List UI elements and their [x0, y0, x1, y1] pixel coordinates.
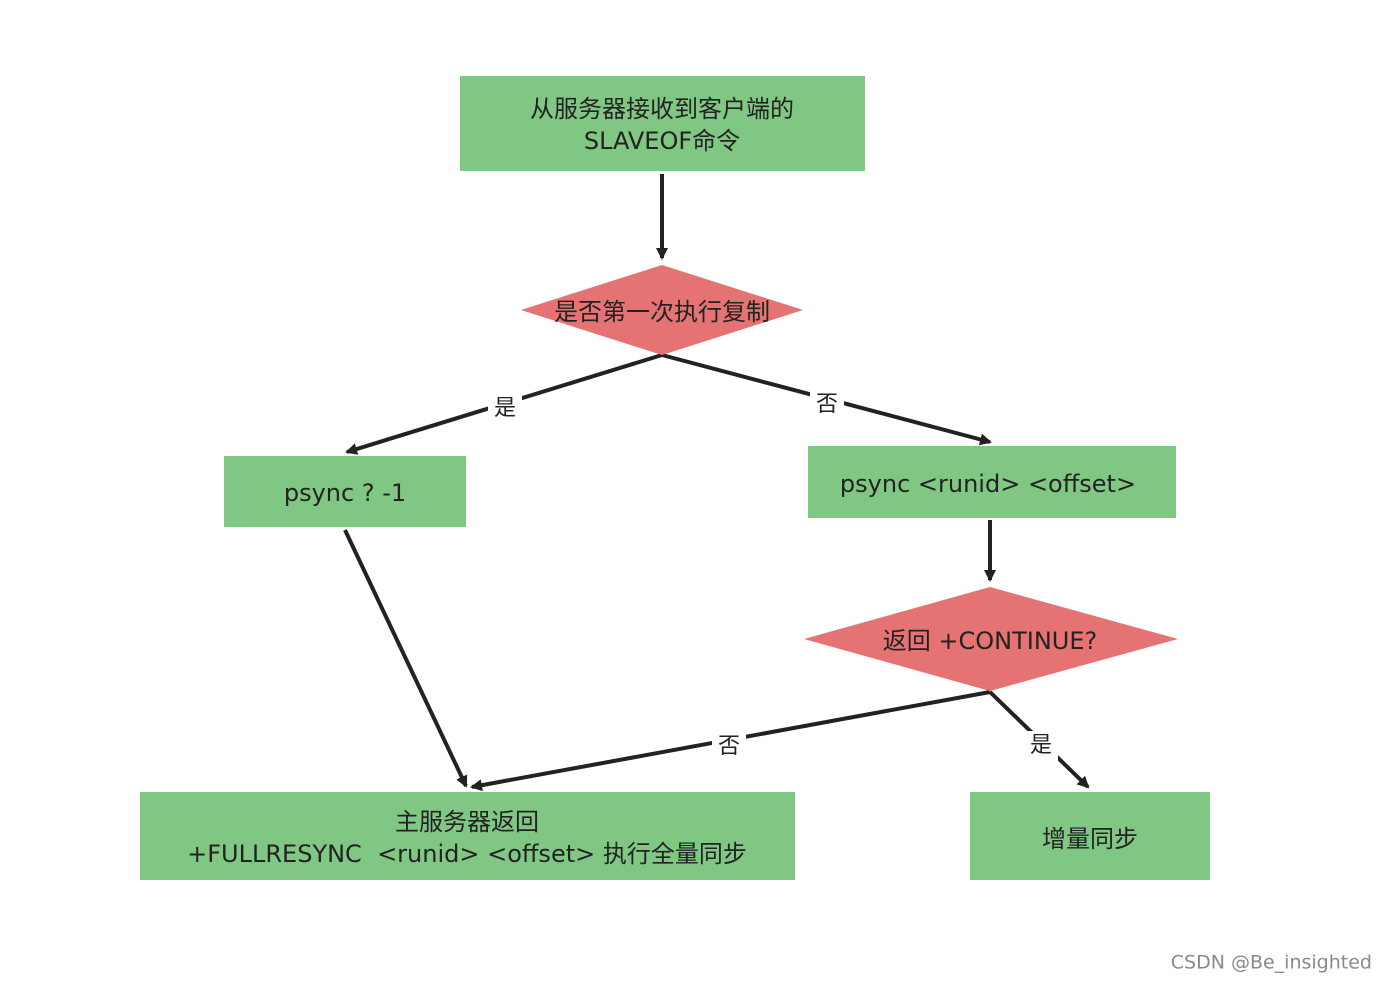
node-first-time-decision-label: 是否第一次执行复制: [554, 298, 770, 326]
edge-psync-full-to-resync: [343, 529, 468, 788]
node-continue-decision-label: 返回 +CONTINUE?: [883, 627, 1098, 655]
node-full-resync-line1: 主服务器返回: [395, 808, 539, 836]
node-start: 从服务器接收到客户端的 SLAVEOF命令: [460, 76, 865, 171]
edge-labels: 是 否 否 是: [488, 390, 1058, 762]
node-incremental-sync-label: 增量同步: [1042, 825, 1138, 853]
process-box: [224, 456, 466, 527]
edge-label-first-no: 否: [816, 392, 838, 417]
process-box: [460, 76, 865, 171]
node-continue-decision: 返回 +CONTINUE?: [804, 587, 1178, 691]
process-box: [970, 792, 1210, 880]
node-psync-full: psync ? -1: [224, 456, 466, 527]
node-psync-partial: psync <runid> <offset>: [808, 446, 1176, 518]
node-psync-full-label: psync ? -1: [284, 479, 406, 507]
node-incremental-sync: 增量同步: [970, 792, 1210, 880]
edge-label-first-yes: 是: [494, 396, 516, 421]
node-full-resync-line2: +FULLRESYNC <runid> <offset> 执行全量同步: [187, 840, 747, 868]
edge-label-continue-no: 否: [718, 734, 740, 759]
node-start-line2: SLAVEOF命令: [584, 127, 740, 155]
decision-diamond: [804, 587, 1178, 691]
node-start-line1: 从服务器接收到客户端的: [530, 95, 794, 123]
watermark: CSDN @Be_insighted: [1171, 952, 1372, 974]
node-first-time-decision: 是否第一次执行复制: [521, 265, 803, 355]
node-full-resync: 主服务器返回 +FULLRESYNC <runid> <offset> 执行全量…: [140, 792, 795, 880]
process-box: [808, 446, 1176, 518]
edge-label-continue-yes: 是: [1030, 733, 1052, 758]
decision-diamond: [521, 265, 803, 355]
process-box: [140, 792, 795, 880]
node-psync-partial-label: psync <runid> <offset>: [840, 470, 1136, 498]
